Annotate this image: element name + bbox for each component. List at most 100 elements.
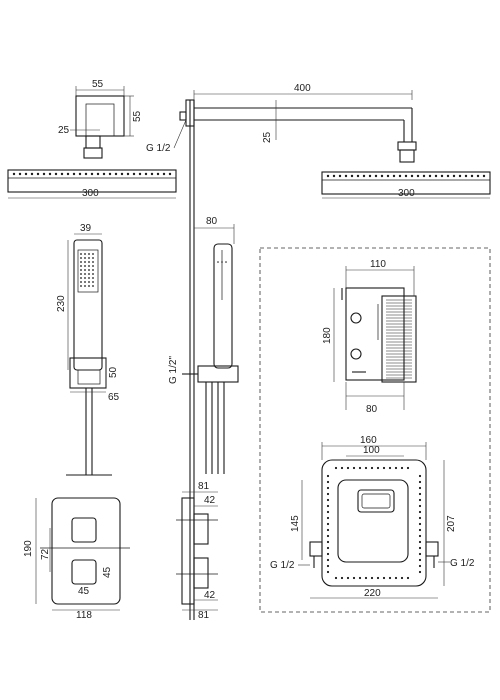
nozzle-dot — [92, 281, 94, 283]
frame-dot — [418, 552, 422, 556]
nozzle-dot — [150, 172, 154, 176]
dim-box-depth: 80 — [366, 404, 378, 415]
frame-dot — [418, 528, 422, 532]
nozzle-dot — [80, 257, 82, 259]
frame-dot — [400, 466, 404, 470]
frame-dot — [388, 576, 392, 580]
nozzle-dot — [80, 273, 82, 275]
dim-mixer-side-depth-bottom: 81 — [198, 610, 210, 621]
nozzle-dot — [88, 253, 90, 255]
nozzle-dot — [410, 174, 414, 178]
dim-mixer-knob-size-right: 45 — [102, 566, 113, 578]
nozzle-dot — [368, 174, 372, 178]
frame-dot — [418, 570, 422, 574]
frame-dot — [358, 466, 362, 470]
dim-hand-holder-depth: 65 — [108, 392, 120, 403]
dim-arm-length: 400 — [294, 83, 311, 94]
mixer-front: 190 72 45 45 118 — [23, 497, 130, 621]
nozzle-dot — [48, 172, 52, 176]
frame-dot — [326, 522, 330, 526]
nozzle-dot — [374, 174, 378, 178]
nozzle-dot — [90, 172, 94, 176]
dim-mixer-height: 190 — [23, 540, 34, 557]
concealed-box-section: 110 180 80 160 100 145 207 G 1/ — [259, 247, 491, 613]
nozzle-dot — [80, 281, 82, 283]
nozzle-dot — [88, 257, 90, 259]
nozzle-dot — [422, 174, 426, 178]
frame-dot — [418, 486, 422, 490]
nozzle-dot — [404, 174, 408, 178]
nozzle-dot — [54, 172, 58, 176]
nozzle-dot — [162, 172, 166, 176]
label-arm-thread: G 1/2 — [146, 143, 171, 154]
nozzle-dot — [84, 253, 86, 255]
nozzle-dot — [42, 172, 46, 176]
dim-box-height: 180 — [322, 327, 333, 344]
frame-dot — [418, 510, 422, 514]
nozzle-dot — [12, 172, 16, 176]
dim-plate-frame-height: 145 — [290, 515, 301, 532]
dim-mixer-knob-spacing: 72 — [40, 548, 51, 560]
dim-plate-height: 207 — [446, 515, 457, 532]
frame-dot — [406, 466, 410, 470]
wall-arm-and-head: 400 25 G 1/2 300 — [146, 83, 491, 199]
frame-dot — [418, 492, 422, 496]
frame-dot — [326, 486, 330, 490]
nozzle-dot — [120, 172, 124, 176]
frame-dot — [340, 576, 344, 580]
nozzle-dot — [338, 174, 342, 178]
frame-dot — [394, 466, 398, 470]
nozzle-dot — [88, 285, 90, 287]
nozzle-dot — [92, 273, 94, 275]
frame-dot — [400, 576, 404, 580]
dim-hand-holder-height: 50 — [108, 366, 119, 378]
nozzle-dot — [428, 174, 432, 178]
nozzle-dot — [84, 172, 88, 176]
frame-dot — [418, 498, 422, 502]
frame-dot — [326, 504, 330, 508]
nozzle-dot — [84, 261, 86, 263]
frame-dot — [370, 466, 374, 470]
nozzle-dot — [114, 172, 118, 176]
frame-dot — [406, 576, 410, 580]
frame-dot — [418, 516, 422, 520]
frame-dot — [326, 552, 330, 556]
nozzle-dot — [80, 277, 82, 279]
nozzle-dot — [36, 172, 40, 176]
nozzle-dot — [458, 174, 462, 178]
dim-plate-outer-width: 160 — [360, 435, 377, 446]
frame-dot — [418, 546, 422, 550]
frame-dot — [370, 576, 374, 580]
frame-dot — [418, 564, 422, 568]
dim-head-bracket-height: 55 — [132, 110, 143, 122]
nozzle-dot — [78, 172, 82, 176]
frame-dot — [418, 522, 422, 526]
dim-mixer-knob-size-left: 45 — [78, 586, 90, 597]
nozzle-dot — [326, 174, 330, 178]
frame-dot — [326, 498, 330, 502]
nozzle-dot — [446, 174, 450, 178]
dim-head-left-width: 300 — [82, 188, 99, 199]
frame-dot — [326, 534, 330, 538]
frame-dot — [352, 576, 356, 580]
nozzle-dot — [92, 253, 94, 255]
nozzle-dot — [92, 285, 94, 287]
nozzle-dot — [464, 174, 468, 178]
frame-dot — [334, 466, 338, 470]
nozzle-dot — [60, 172, 64, 176]
nozzle-dot — [84, 281, 86, 283]
frame-dot — [326, 492, 330, 496]
nozzle-dot — [92, 277, 94, 279]
nozzle-dot — [88, 281, 90, 283]
frame-dot — [326, 474, 330, 478]
nozzle-dot — [66, 172, 70, 176]
nozzle-dot — [80, 265, 82, 267]
nozzle-dot — [88, 273, 90, 275]
nozzle-dot — [92, 269, 94, 271]
frame-dot — [364, 576, 368, 580]
nozzle-dot — [168, 172, 172, 176]
nozzle-dot — [356, 174, 360, 178]
label-outlet-thread: G 1/2" — [168, 356, 179, 384]
frame-dot — [326, 510, 330, 514]
nozzle-dot — [470, 174, 474, 178]
